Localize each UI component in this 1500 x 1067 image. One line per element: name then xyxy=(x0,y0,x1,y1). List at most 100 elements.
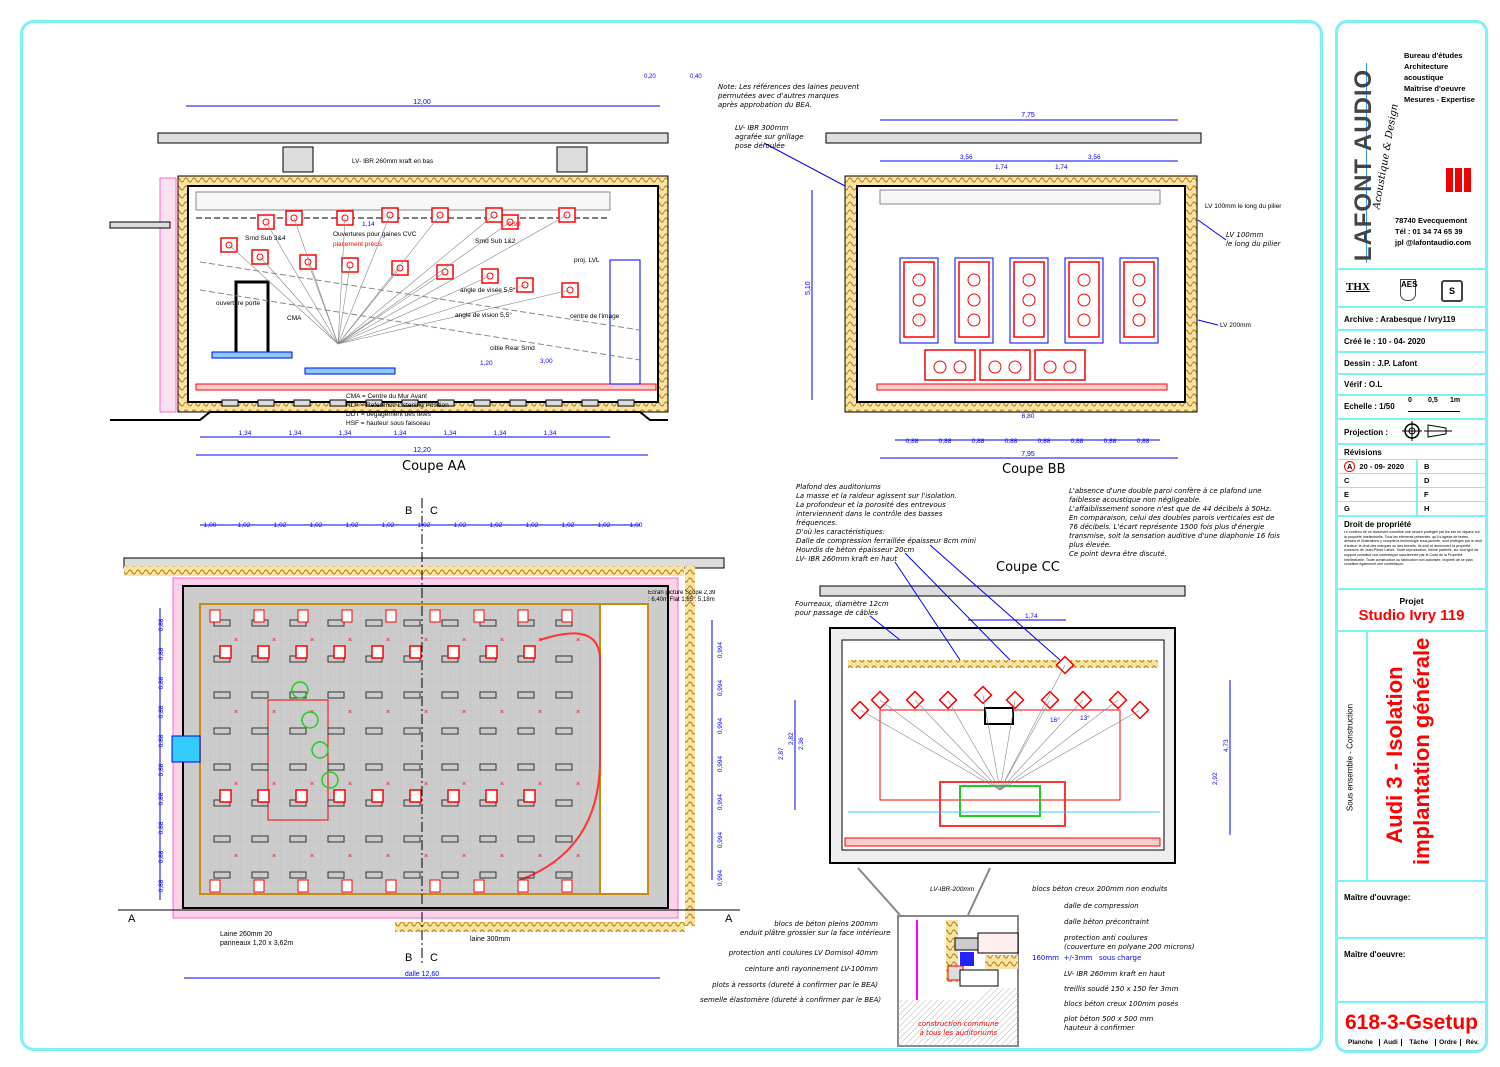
slab-above xyxy=(157,132,669,144)
label-angle-visee: angle de visée 5,5° xyxy=(460,286,516,294)
x-mark: × xyxy=(386,709,390,716)
dim-total-top: 12,00 xyxy=(413,99,431,106)
dim-side: 0,88 xyxy=(158,676,165,689)
spring-pad xyxy=(437,399,455,407)
ceiling-block xyxy=(213,763,231,771)
sightline xyxy=(999,699,1051,791)
x-mark: × xyxy=(500,637,504,644)
ceiling-speaker xyxy=(409,789,422,803)
ceiling-block xyxy=(517,835,535,843)
section-mark-c: C xyxy=(430,952,438,964)
dim-segment: 0,88 xyxy=(1005,438,1018,445)
dim-segment: 1,02 xyxy=(418,522,431,529)
label-door: ouverture porte xyxy=(216,300,260,307)
detail-right-4: LV- IBR 260mm kraft en haut xyxy=(1064,970,1166,978)
ceiling-speaker xyxy=(219,645,232,659)
wall-speaker xyxy=(517,879,529,893)
ceiling-block xyxy=(441,691,459,699)
ceiling-block xyxy=(289,835,307,843)
ceiling-speaker xyxy=(523,645,536,659)
section-mark-a: A xyxy=(128,913,136,925)
revision-letter: H xyxy=(1424,504,1430,513)
dim-segment: 1,34 xyxy=(239,430,252,437)
service: Maîtrise d'oeuvre xyxy=(1404,84,1466,93)
wall-speaker xyxy=(429,879,441,893)
sightline xyxy=(947,699,1001,791)
dim-right: 0,994 xyxy=(717,717,724,734)
speaker-cone xyxy=(1022,313,1036,327)
archive: Archive : Arabesque / Ivry119 xyxy=(1344,315,1456,324)
speaker-cone xyxy=(490,211,498,219)
dim-side: 0,88 xyxy=(158,647,165,660)
wall-speaker xyxy=(473,609,485,623)
label-screen: Ecran picture Scope 2,39 : 6,40m Flat 1,… xyxy=(648,590,716,603)
service: Architecture acoustique xyxy=(1404,62,1449,82)
label-centre-image: centre de l'image xyxy=(570,313,620,320)
speaker-cone xyxy=(1077,313,1091,327)
drawing-number: 618-3-Gsetup xyxy=(1344,1011,1479,1034)
x-mark: × xyxy=(538,709,542,716)
floor-plan: ××××××××××××××××××××××××××××××××××××××××… xyxy=(118,498,740,979)
dim-segment: 1,02 xyxy=(238,522,251,529)
speaker-cone xyxy=(386,211,394,219)
property-text: Le contenu de ce document constitue une … xyxy=(1344,530,1482,567)
ceiling-block xyxy=(251,871,269,879)
dim-right: 2,92 xyxy=(1212,772,1219,785)
ceiling-block xyxy=(517,871,535,879)
dim-segment: 1,02 xyxy=(382,522,395,529)
footer-col: Ordre xyxy=(1435,1039,1459,1046)
dim-side: 0,88 xyxy=(158,763,165,776)
dim-total-bottom: 12,20 xyxy=(413,447,431,454)
slab-above xyxy=(825,132,1202,144)
detail-left-2: protection anti coulures LV Domisol 40mm xyxy=(728,949,878,957)
side-dims: 0,880,880,880,880,880,880,880,880,880,88… xyxy=(158,618,724,892)
ceiling-block xyxy=(403,691,421,699)
dim-right: 0,994 xyxy=(717,755,724,772)
detail-right-2: dalle béton précontraint xyxy=(1064,918,1149,926)
x-mark: × xyxy=(424,781,428,788)
ceiling-speaker xyxy=(447,645,460,659)
ceiling-block xyxy=(555,655,573,663)
duct-path xyxy=(519,632,601,881)
ceiling-block xyxy=(213,871,231,879)
dim-side: 0,88 xyxy=(158,705,165,718)
ground-line xyxy=(110,411,668,421)
ceiling-block xyxy=(479,619,497,627)
ceiling-block xyxy=(441,835,459,843)
revision-letter: C xyxy=(1344,476,1350,485)
revision-cell: H xyxy=(1416,501,1485,515)
wall-speaker xyxy=(517,609,529,623)
hollow-block xyxy=(959,969,999,987)
speaker-cone xyxy=(441,268,449,276)
company-logo: LAFONT AUDIO Acoustique & Design xyxy=(1346,63,1401,263)
ceiling-block xyxy=(479,763,497,771)
dim-segment: 0,88 xyxy=(1038,438,1051,445)
speaker-frame xyxy=(1064,257,1104,344)
speaker-cone xyxy=(912,273,926,287)
ceiling-block xyxy=(479,871,497,879)
phone: Tél : 01 34 74 65 39 xyxy=(1395,227,1463,236)
x-mark: × xyxy=(500,709,504,716)
footer-col: Audi xyxy=(1378,1039,1401,1046)
leader xyxy=(869,615,901,641)
speaker-cone xyxy=(225,241,233,249)
ceiling-block xyxy=(555,727,573,735)
wall-speaker xyxy=(341,609,353,623)
leader xyxy=(1197,319,1219,326)
address: 78740 Evecquemont xyxy=(1395,216,1468,225)
architect-label: Maître d'oeuvre: xyxy=(1344,950,1406,959)
ceiling-block xyxy=(479,727,497,735)
ceiling-speaker xyxy=(333,789,346,803)
revisions-label: Révisions xyxy=(1344,448,1382,457)
ceiling-block xyxy=(327,871,345,879)
x-mark: × xyxy=(424,637,428,644)
insulation-right xyxy=(685,566,695,926)
revision-letter: G xyxy=(1344,504,1350,513)
sightline xyxy=(337,289,571,345)
detail-left-4: plots à ressorts (dureté à confirmer par… xyxy=(712,981,878,989)
company-contact: 78740 Evecquemont Tél : 01 34 74 65 39 j… xyxy=(1395,215,1471,248)
revision-cell: E xyxy=(1338,487,1416,501)
wall-speaker xyxy=(297,879,309,893)
